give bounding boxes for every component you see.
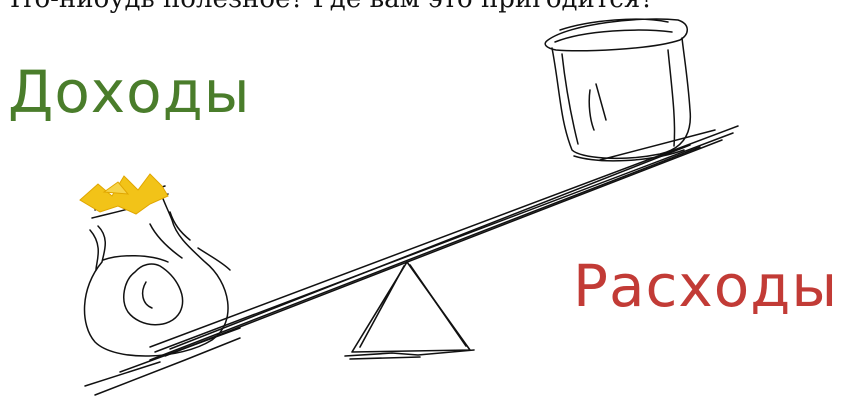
money-bag-icon <box>85 186 230 356</box>
coins-icon <box>80 174 168 214</box>
pot-icon <box>545 19 690 161</box>
